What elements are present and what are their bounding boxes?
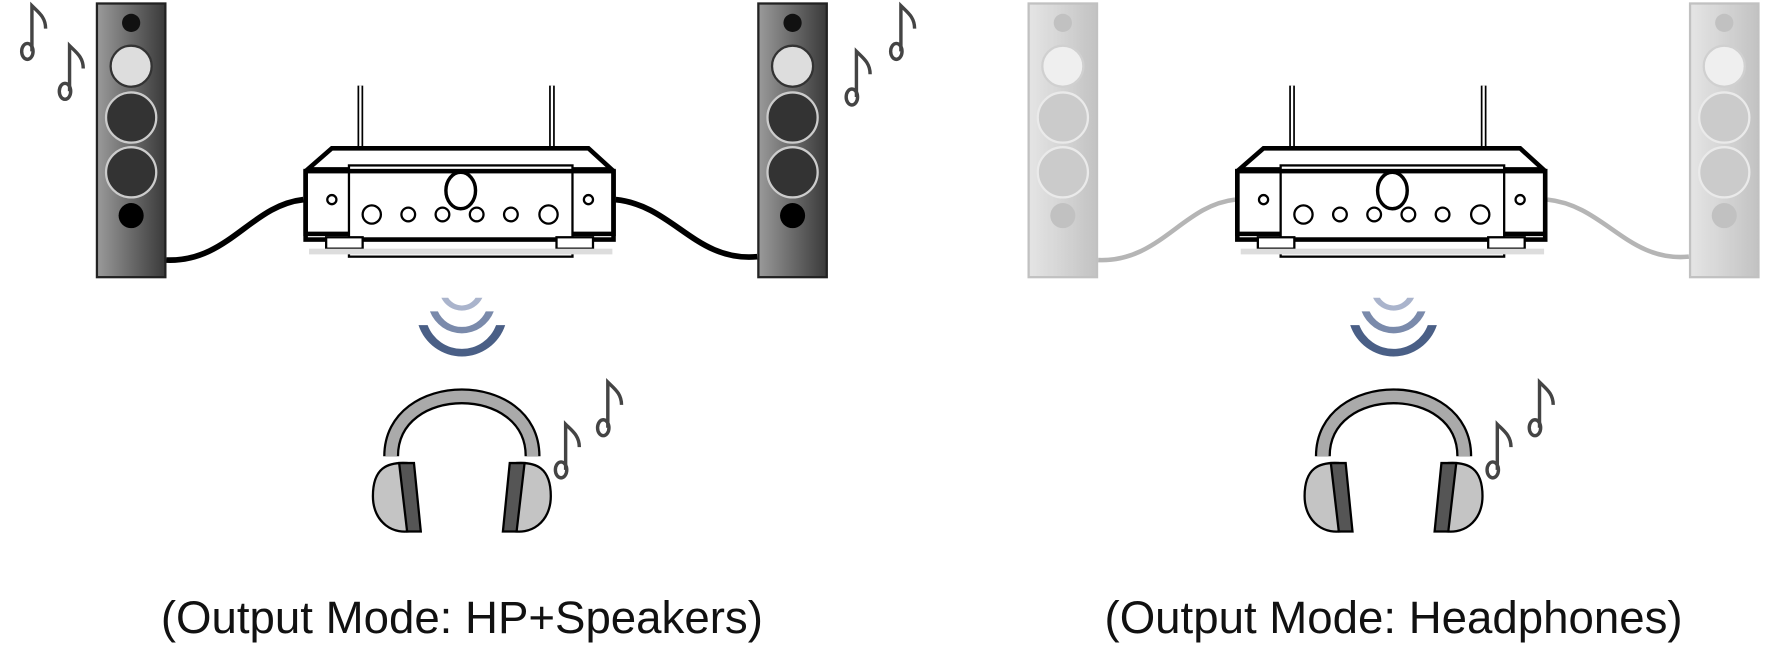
wireless-waves-icon: [418, 297, 506, 357]
panel-headphones: (Output Mode: Headphones): [1027, 2, 1760, 643]
speaker-icon: [757, 2, 828, 279]
speaker-cable-right: [1547, 197, 1690, 260]
caption-headphones: (Output Mode: Headphones): [1105, 592, 1683, 643]
speaker-cable-right: [615, 196, 758, 260]
music-note-icon: [595, 380, 624, 438]
music-note-icon: [57, 43, 85, 101]
speaker-icon: [1027, 2, 1099, 279]
music-note-icon: [553, 422, 582, 480]
speaker-icon: [1688, 2, 1760, 279]
headphones-icon: [373, 396, 551, 531]
panel-hp-speakers: (Output Mode: HP+Speakers): [19, 2, 917, 643]
music-note-icon: [888, 4, 917, 62]
speaker-cable-left: [166, 196, 304, 263]
music-note-icon: [1527, 380, 1555, 438]
wireless-waves-icon: [1350, 297, 1437, 357]
music-note-icon: [1485, 422, 1513, 480]
music-note-icon: [844, 49, 872, 107]
amplifier-icon: [1237, 86, 1545, 257]
headphones-icon: [1305, 396, 1483, 531]
speaker-icon: [95, 2, 167, 279]
caption-hp-speakers: (Output Mode: HP+Speakers): [161, 592, 763, 643]
music-note-icon: [19, 4, 48, 62]
speaker-cable-left: [1098, 197, 1236, 263]
amplifier-icon: [306, 86, 614, 257]
